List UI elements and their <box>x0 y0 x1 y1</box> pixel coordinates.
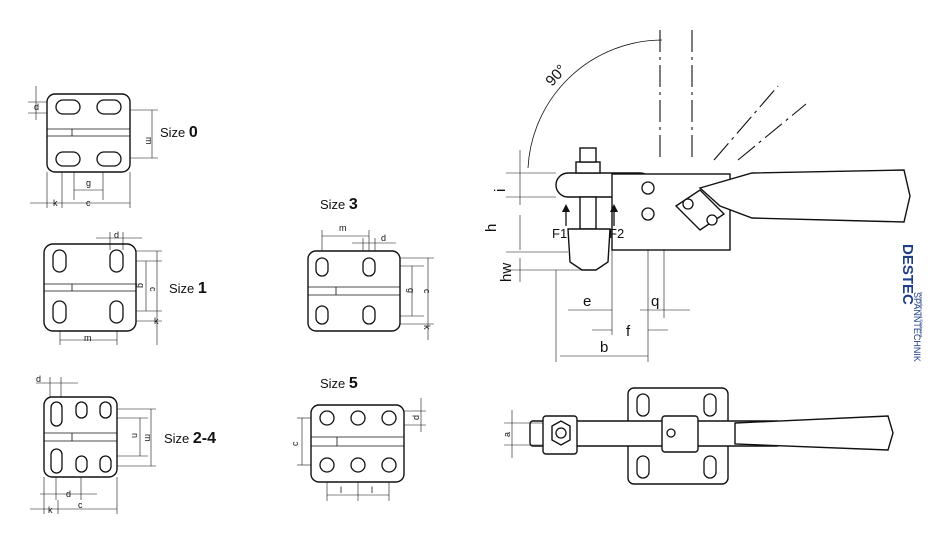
svg-text:SPANNTECHNIK: SPANNTECHNIK <box>912 292 922 362</box>
dim-q-label: q <box>651 293 659 310</box>
dim-i-label: i <box>492 189 509 192</box>
size-label-3: Size 3 <box>320 196 358 213</box>
dim-c-size3: c <box>422 289 432 294</box>
dim-m-size3: m <box>339 223 347 233</box>
dim-k-size1: k <box>154 316 159 326</box>
size-label-5: Size 5 <box>320 375 358 392</box>
dim-c-size0: c <box>86 198 91 208</box>
force-F1-label: F1 <box>552 226 567 241</box>
dim-g-size1: g <box>136 283 146 288</box>
dim-h-label: h <box>483 224 500 232</box>
svg-text:Innovation und Erfahrung: Innovation und Erfahrung <box>919 292 924 337</box>
dim-e-label: e <box>583 293 591 310</box>
clamp-top-view <box>504 387 894 485</box>
dim-d-size5: d <box>411 415 421 420</box>
dim-f-label: f <box>626 323 631 340</box>
dim-d-size3: d <box>381 233 386 243</box>
dim-n-size24: n <box>130 433 140 438</box>
dim-hw-label: hw <box>498 263 515 282</box>
size-label-1: Size 1 <box>169 280 207 297</box>
plate-size-2-4 <box>30 377 156 514</box>
dim-m-size1: m <box>84 333 92 343</box>
dim-c-size1: c <box>148 287 158 292</box>
dim-d-size24: d <box>36 374 41 384</box>
force-F2-label: F2 <box>609 226 624 241</box>
angle-90-label: 90° <box>542 61 570 89</box>
dim-g-size3: g <box>406 288 416 293</box>
clamp-side-view <box>506 30 911 362</box>
dim-d-size0: d <box>34 102 39 112</box>
dim-b-label: b <box>600 339 608 356</box>
svg-text:DESTEC: DESTEC <box>899 244 916 305</box>
dim-l-size5-a: l <box>340 485 342 495</box>
plate-size-0 <box>28 86 158 208</box>
size-label-0: Size 0 <box>160 124 198 141</box>
dim-c-size5: c <box>290 441 300 446</box>
dim-c-size24: c <box>78 500 83 510</box>
dim-l-size5-b: l <box>371 485 373 495</box>
plate-size-1 <box>43 232 162 345</box>
dim-k-size24: k <box>48 505 53 515</box>
dim-k-size0: k <box>53 198 58 208</box>
size-label-2-4: Size 2-4 <box>164 430 216 447</box>
dim-d-size24-bottom: d <box>66 489 71 499</box>
dim-m-size24: m <box>143 434 153 442</box>
dim-k-size3: k <box>422 325 432 330</box>
dim-a-label: a <box>502 432 512 437</box>
dim-d-size1: d <box>114 230 119 240</box>
dim-m-size0: m <box>144 137 154 145</box>
plate-size-5 <box>297 398 426 501</box>
plate-size-3 <box>307 230 434 340</box>
brand-logo: DESTEC SPANNTECHNIK Innovation und Erfah… <box>899 244 924 362</box>
dim-g-size0: g <box>86 178 91 188</box>
